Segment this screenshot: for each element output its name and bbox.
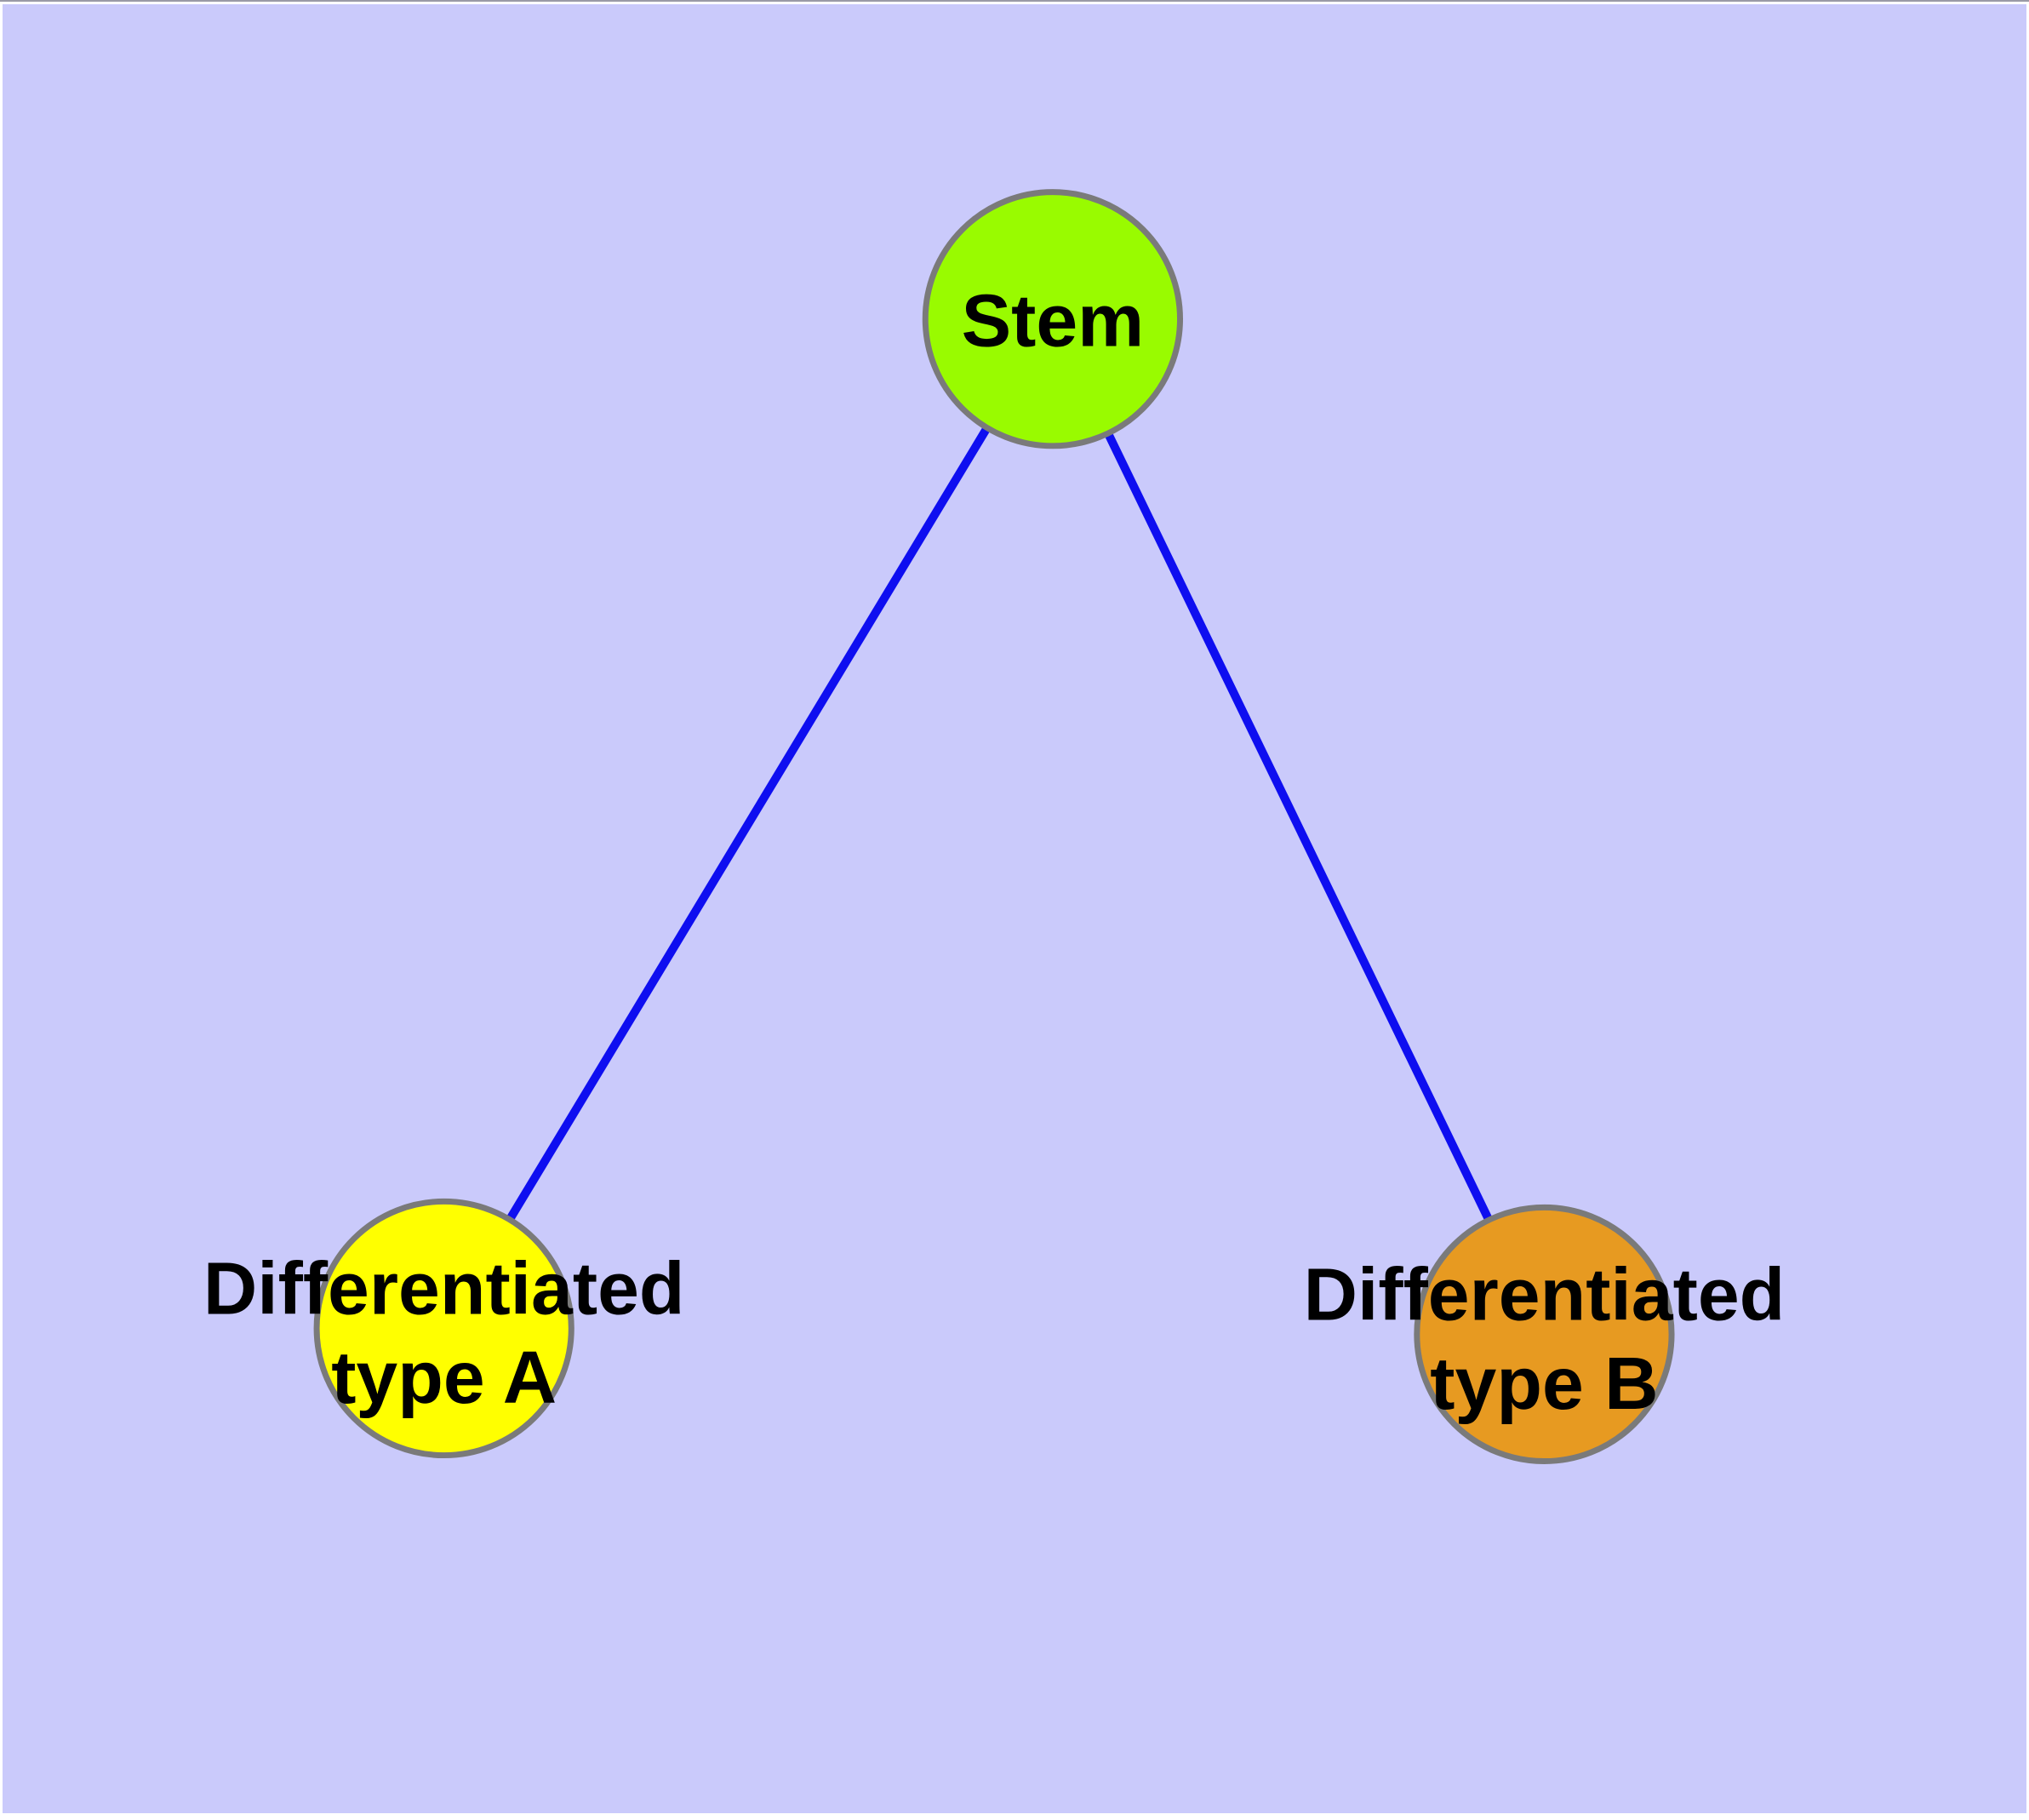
node-type-a-label-line-2: type A [331, 1336, 557, 1419]
edge-stem-to-type-a [440, 317, 1057, 1331]
node-differentiated-type-a [313, 1198, 574, 1459]
window-top-hairline [0, 0, 2029, 2]
node-stem [922, 189, 1184, 449]
node-type-a-label-line-1: Differentiated [203, 1247, 685, 1331]
edge-stem-to-type-b [1049, 317, 1548, 1336]
node-type-b-label-line-1: Differentiated [1304, 1253, 1786, 1336]
node-type-b-label-line-2: type B [1430, 1342, 1658, 1425]
node-differentiated-type-b [1414, 1204, 1675, 1465]
graph-canvas: Stem Differentiated type A Differentiate… [3, 4, 2026, 1813]
graph-svg: Stem Differentiated type A Differentiate… [203, 189, 1786, 1465]
node-stem-label: Stem [962, 279, 1145, 363]
